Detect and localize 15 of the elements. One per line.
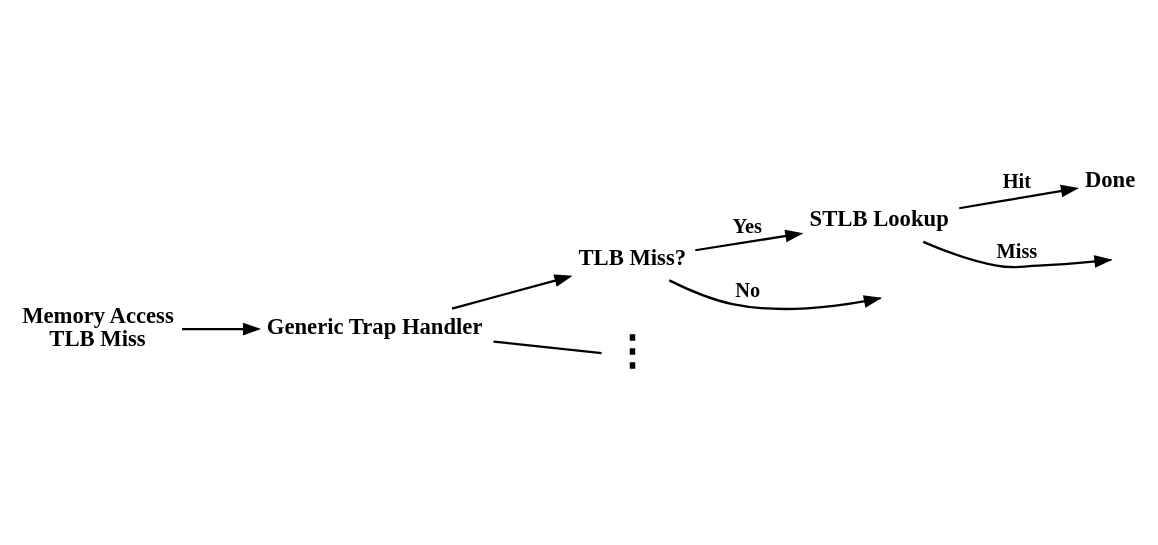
arrow xyxy=(959,184,1080,209)
node-text: Generic Trap Handler xyxy=(266,313,483,339)
edge-label: No xyxy=(735,278,761,301)
connector xyxy=(493,339,602,354)
edge-label: Miss xyxy=(996,239,1038,262)
edge-label: Hit xyxy=(1002,169,1032,192)
node-text: STLB Lookup xyxy=(809,205,949,231)
edge-label: Yes xyxy=(732,214,762,237)
arrow xyxy=(451,274,573,310)
arrow xyxy=(695,229,804,251)
node-text: ⋮ xyxy=(612,328,654,374)
node-text: Memory Access TLB Miss xyxy=(22,302,174,351)
node-text: TLB Miss? xyxy=(578,244,687,269)
arrow xyxy=(182,322,262,335)
node-text: Done xyxy=(1084,166,1136,192)
